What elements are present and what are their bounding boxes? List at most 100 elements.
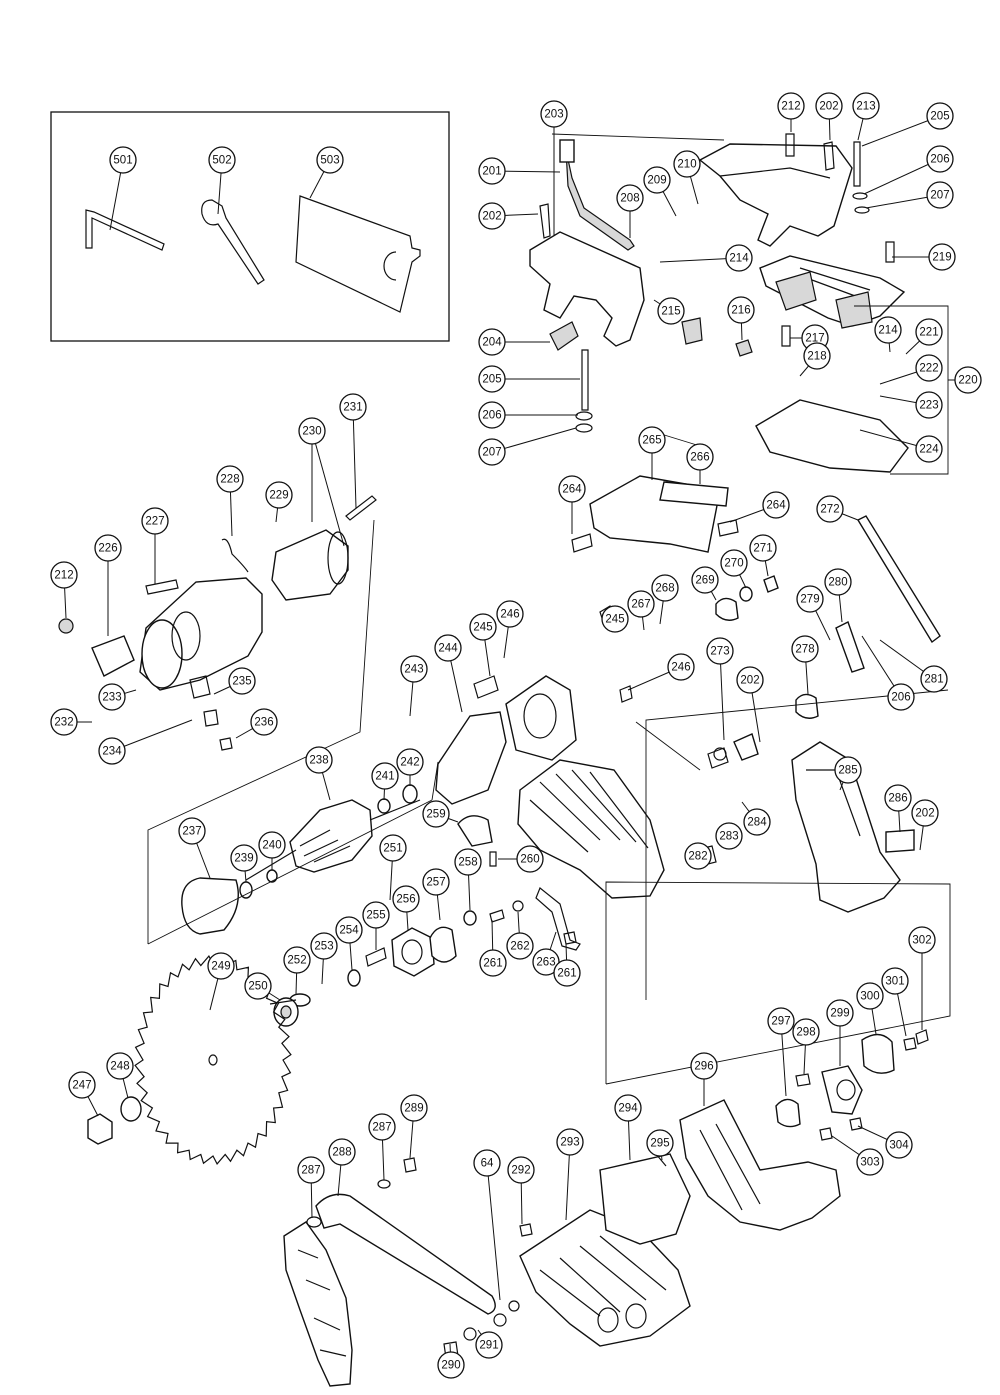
callout-241: 241	[371, 762, 399, 790]
callout-number: 223	[919, 400, 938, 412]
handle-base	[755, 399, 909, 473]
callout-circle	[297, 1156, 325, 1184]
callout-264: 264	[762, 491, 790, 519]
switch-trigger	[549, 321, 579, 351]
callout-212: 212	[777, 92, 805, 120]
callout-circle	[434, 634, 462, 662]
callout-circle	[743, 808, 771, 836]
callout-224: 224	[915, 435, 943, 463]
callout-number: 201	[482, 166, 501, 178]
callout-number: 205	[482, 374, 501, 386]
callout-circle	[507, 1156, 535, 1184]
callout-circle	[553, 959, 581, 987]
callout-circle	[638, 426, 666, 454]
holder-299	[821, 1065, 863, 1115]
callout-501: 501	[109, 146, 137, 174]
callout-number: 260	[520, 854, 539, 866]
callout-circle	[216, 465, 244, 493]
callout-302: 302	[908, 926, 936, 954]
leader-line-207	[491, 427, 577, 453]
callout-circle	[475, 1331, 503, 1359]
gear-269	[715, 597, 739, 621]
callout-270: 270	[720, 549, 748, 577]
accessory-box	[50, 111, 450, 342]
leader-line-231	[352, 406, 357, 509]
hex-wrench-501	[85, 209, 165, 251]
callout-number: 258	[458, 857, 477, 869]
callout-number: 243	[404, 664, 423, 676]
callout-number: 218	[807, 351, 826, 363]
handle-assembly	[529, 139, 909, 473]
callout-circle	[106, 1052, 134, 1080]
callout-243: 243	[400, 655, 428, 683]
callout-circle	[371, 762, 399, 790]
callout-262: 262	[506, 932, 534, 960]
callout-number: 281	[924, 674, 943, 686]
callout-202: 202	[815, 92, 843, 120]
callout-number: 207	[930, 190, 949, 202]
callout-circle	[335, 916, 363, 944]
bracket-244	[435, 711, 507, 805]
callout-244: 244	[434, 634, 462, 662]
brush-cover-226	[91, 635, 135, 677]
callout-circle	[98, 737, 126, 765]
callout-219: 219	[928, 243, 956, 271]
switch-224	[835, 291, 873, 329]
callout-240: 240	[258, 831, 286, 859]
screws-top	[539, 133, 895, 433]
callout-number: 236	[254, 717, 273, 729]
bracket-263	[535, 887, 581, 951]
leader-line-205	[861, 115, 941, 147]
callout-number: 285	[838, 765, 857, 777]
callout-number: 296	[694, 1061, 713, 1073]
callout-number: 295	[650, 1138, 669, 1150]
callout-205: 205	[478, 365, 506, 393]
bushing-297	[775, 1098, 801, 1128]
callout-number: 251	[383, 843, 402, 855]
callout-number: 291	[479, 1340, 498, 1352]
saw-blade-249	[87, 955, 292, 1165]
callout-290: 290	[437, 1351, 465, 1379]
callout-circle	[68, 1071, 96, 1099]
callout-number: 231	[343, 402, 362, 414]
callout-circle	[834, 756, 862, 784]
callout-circle	[283, 946, 311, 974]
callout-circle	[141, 507, 169, 535]
callout-286: 286	[884, 784, 912, 812]
lever-288	[315, 1193, 496, 1315]
callout-number: 271	[753, 543, 772, 555]
callout-circle	[691, 566, 719, 594]
callout-circle	[506, 932, 534, 960]
callout-235: 235	[228, 667, 256, 695]
callout-205: 205	[926, 102, 954, 130]
callout-number: 206	[482, 410, 501, 422]
callout-circle	[230, 844, 258, 872]
callout-260: 260	[516, 845, 544, 873]
spring-266	[659, 481, 729, 507]
box-wrench-502	[201, 199, 265, 285]
callout-258: 258	[454, 848, 482, 876]
callout-number: 244	[438, 643, 458, 655]
callout-circle	[362, 901, 390, 929]
callout-circle	[792, 1018, 820, 1046]
callout-circle	[208, 146, 236, 174]
callout-number: 212	[781, 101, 800, 113]
callout-204: 204	[478, 328, 506, 356]
lever-280	[835, 621, 865, 673]
plate-300	[861, 1033, 895, 1074]
callout-number: 206	[930, 154, 949, 166]
callout-number: 235	[232, 676, 251, 688]
callout-number: 254	[339, 925, 359, 937]
callout-248: 248	[106, 1052, 134, 1080]
lower-guard-296	[679, 1099, 841, 1231]
callout-circle	[954, 366, 982, 394]
callout-number: 293	[560, 1137, 579, 1149]
callout-circle	[887, 683, 915, 711]
callout-circle	[368, 1113, 396, 1141]
callout-number: 265	[642, 435, 661, 447]
cord	[565, 149, 635, 251]
callout-215: 215	[657, 297, 685, 325]
callout-circle	[454, 848, 482, 876]
callout-number: 217	[805, 333, 824, 345]
callout-number: 209	[647, 175, 666, 187]
